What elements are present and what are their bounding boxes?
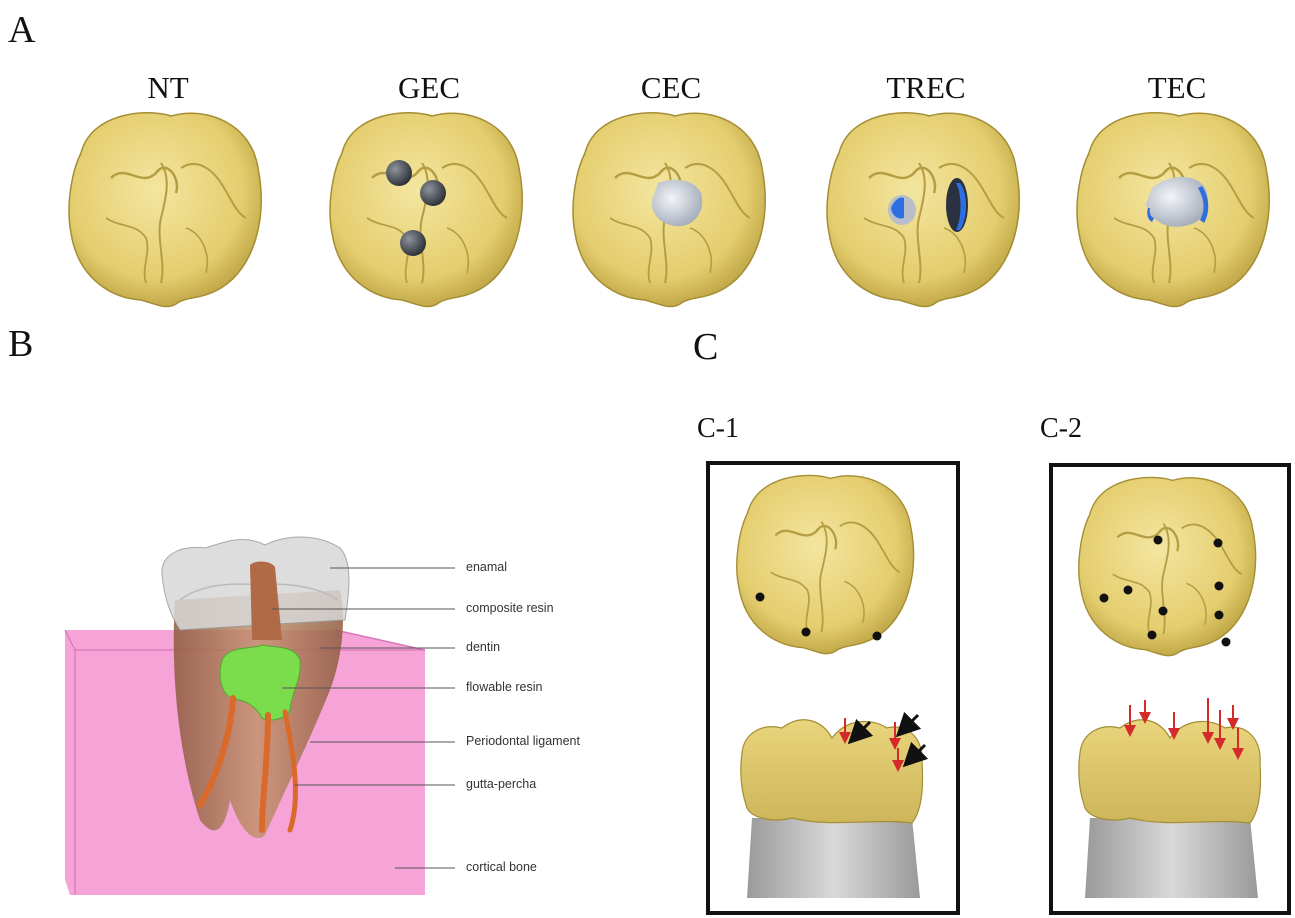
c2-occlusal-tooth [1079,477,1256,655]
c2-side-tooth [1079,720,1261,898]
c1-occlusal-tooth [737,475,914,653]
